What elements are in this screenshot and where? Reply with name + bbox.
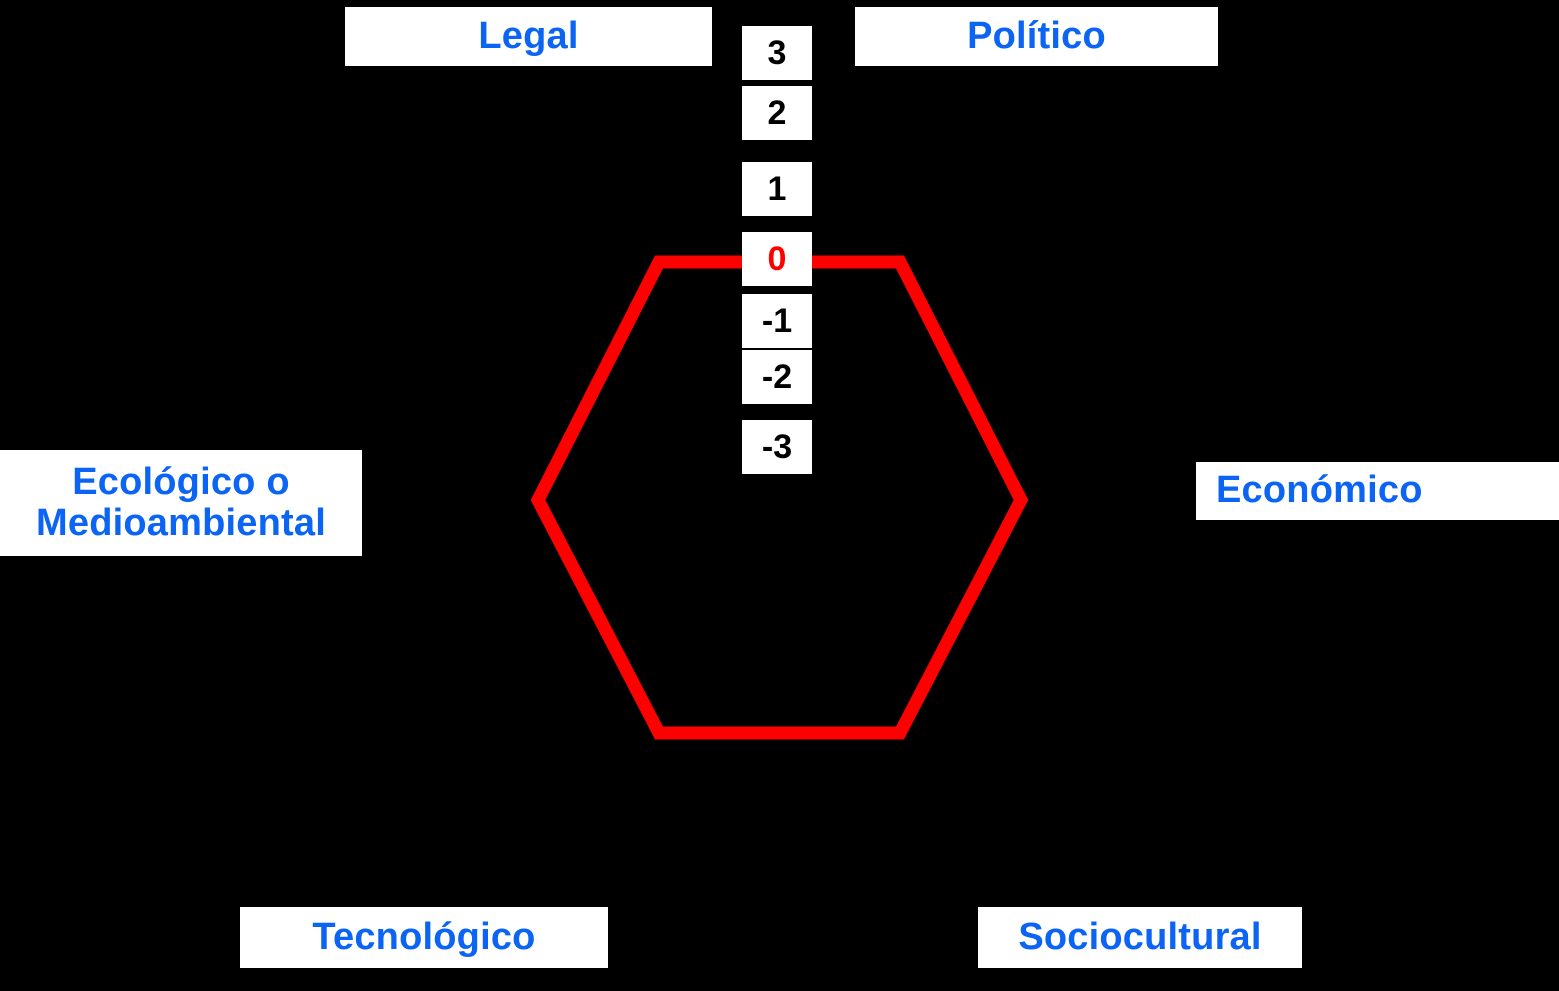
axis-tick-minus-2: -2 [742,350,812,404]
axis-tick-3: 3 [742,26,812,80]
axis-tick-0: 0 [742,232,812,286]
axis-label-legal-text: Legal [478,14,579,57]
axis-tick-minus-3: -3 [742,420,812,474]
axis-label-tecnologico-text: Tecnológico [312,915,536,958]
axis-label-sociocultural-text: Sociocultural [1018,915,1262,958]
axis-label-ecologico-medioambiental: Ecológico o Medioambiental [0,450,362,556]
axis-label-politico: Político [855,7,1218,66]
axis-label-legal: Legal [345,7,712,66]
axis-tick-minus-1: -1 [742,294,812,348]
axis-label-ecologico-line1: Ecológico o [72,460,290,503]
axis-label-economico-text: Económico [1216,469,1423,512]
axis-tick-1: 1 [742,162,812,216]
axis-label-ecologico-line2: Medioambiental [36,502,326,544]
axis-label-politico-text: Político [967,14,1106,57]
axis-tick-2: 2 [742,86,812,140]
axis-label-tecnologico: Tecnológico [240,907,608,968]
axis-label-economico: Económico [1196,462,1559,520]
axis-label-sociocultural: Sociocultural [978,907,1302,968]
